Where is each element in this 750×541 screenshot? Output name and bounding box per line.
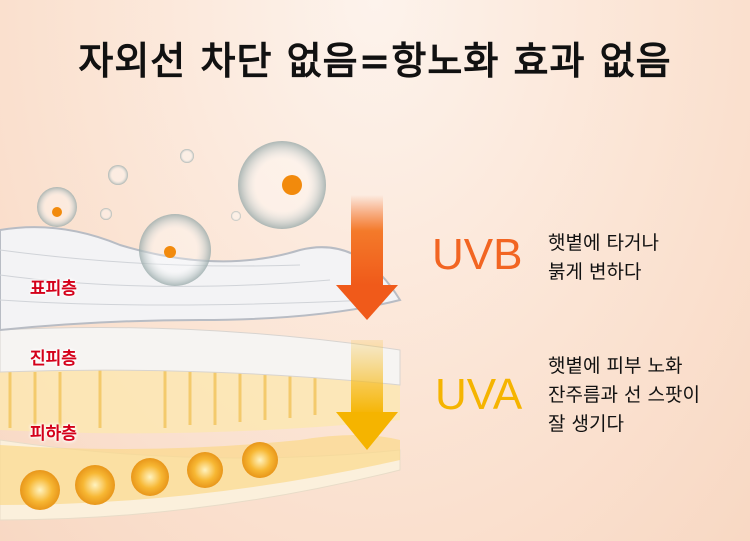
uvb-description: 햇볕에 타거나 붉게 변하다 bbox=[548, 229, 659, 287]
uva-desc-line: 잘 생기다 bbox=[548, 413, 624, 435]
uva-desc-line: 잔주름과 선 스팟이 bbox=[548, 384, 700, 406]
uvb-desc-line: 햇볕에 타거나 bbox=[548, 232, 659, 254]
uvb-desc-line: 붉게 변하다 bbox=[548, 261, 642, 283]
page-title: 자외선 차단 없음=항노화 효과 없음 bbox=[78, 39, 672, 83]
layer-label-dermis: 진피층 bbox=[30, 349, 77, 369]
layer-label-subcutaneous: 피하층 bbox=[30, 424, 77, 444]
subcutaneous-layer-shape bbox=[0, 435, 401, 521]
uva-arrow bbox=[336, 340, 398, 450]
dermis-layer-shape bbox=[0, 327, 401, 434]
bubbles bbox=[37, 141, 326, 286]
uvb-label: UVB bbox=[432, 230, 523, 279]
uva-label: UVA bbox=[435, 370, 523, 419]
uva-desc-line: 햇볕에 피부 노화 bbox=[548, 355, 683, 377]
uva-description: 햇볕에 피부 노화 잔주름과 선 스팟이 잘 생기다 bbox=[548, 352, 700, 439]
uvb-arrow bbox=[336, 195, 398, 320]
layer-label-epidermis: 표피층 bbox=[30, 279, 77, 299]
